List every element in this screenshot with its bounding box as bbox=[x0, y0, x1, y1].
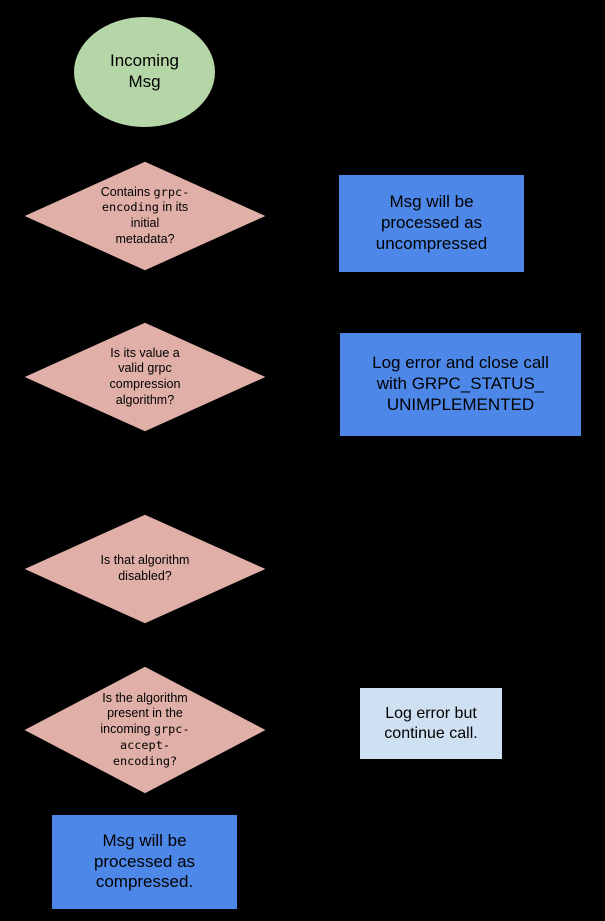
node-decision-algorithm-disabled[interactable]: Is that algorithm disabled? bbox=[22, 513, 268, 625]
decision-1-text-mono: grpc- encoding bbox=[101, 184, 190, 215]
node-decision-1-label: Contains grpc- encoding in its initial m… bbox=[56, 185, 233, 248]
node-decision-contains-grpc-encoding[interactable]: Contains grpc- encoding in its initial m… bbox=[22, 160, 268, 272]
decision-4-text-mono: grpc- accept- encoding bbox=[112, 722, 190, 768]
node-result-processed-compressed[interactable]: Msg will be processed as compressed. bbox=[52, 815, 237, 909]
diamond-shape-icon bbox=[22, 513, 268, 625]
node-result-log-error-unimplemented[interactable]: Log error and close call with GRPC_STATU… bbox=[340, 333, 581, 436]
diamond-shape-icon bbox=[22, 321, 268, 433]
node-decision-1-text: Contains grpc- encoding in its initial m… bbox=[22, 160, 268, 272]
node-start-label: Incoming Msg bbox=[110, 51, 179, 91]
node-decision-valid-compression-algorithm[interactable]: Is its value a valid grpc compression al… bbox=[22, 321, 268, 433]
node-decision-3-label: Is that algorithm disabled? bbox=[100, 553, 190, 583]
diamond-shape-icon bbox=[22, 160, 268, 272]
node-result-processed-uncompressed[interactable]: Msg will be processed as uncompressed bbox=[339, 175, 524, 272]
node-decision-3-text: Is that algorithm disabled? bbox=[22, 513, 268, 625]
node-result-log-continue-label: Log error but continue call. bbox=[384, 704, 478, 742]
decision-1-text-before: Contains bbox=[100, 184, 154, 199]
node-result-uncompressed-label: Msg will be processed as uncompressed bbox=[375, 192, 488, 253]
node-decision-2-label: Is its value a valid grpc compression al… bbox=[109, 345, 181, 407]
decision-1-text-after: in its initial metadata? bbox=[115, 200, 189, 246]
diamond-shape-icon bbox=[22, 665, 268, 795]
node-result-compressed-label: Msg will be processed as compressed. bbox=[93, 830, 196, 892]
node-result-unimplemented-label: Log error and close call with GRPC_STATU… bbox=[372, 353, 549, 414]
node-decision-4-label: Is the algorithm present in the incoming… bbox=[56, 691, 233, 770]
decision-4-text-after: ? bbox=[169, 753, 178, 768]
decision-4-text-before: Is the algorithm present in the incoming bbox=[100, 690, 188, 737]
node-start-incoming-msg[interactable]: Incoming Msg bbox=[74, 17, 215, 127]
node-decision-2-text: Is its value a valid grpc compression al… bbox=[22, 321, 268, 433]
node-result-log-error-continue[interactable]: Log error but continue call. bbox=[360, 688, 502, 759]
node-decision-4-text: Is the algorithm present in the incoming… bbox=[22, 665, 268, 795]
node-decision-present-in-accept-encoding[interactable]: Is the algorithm present in the incoming… bbox=[22, 665, 268, 795]
